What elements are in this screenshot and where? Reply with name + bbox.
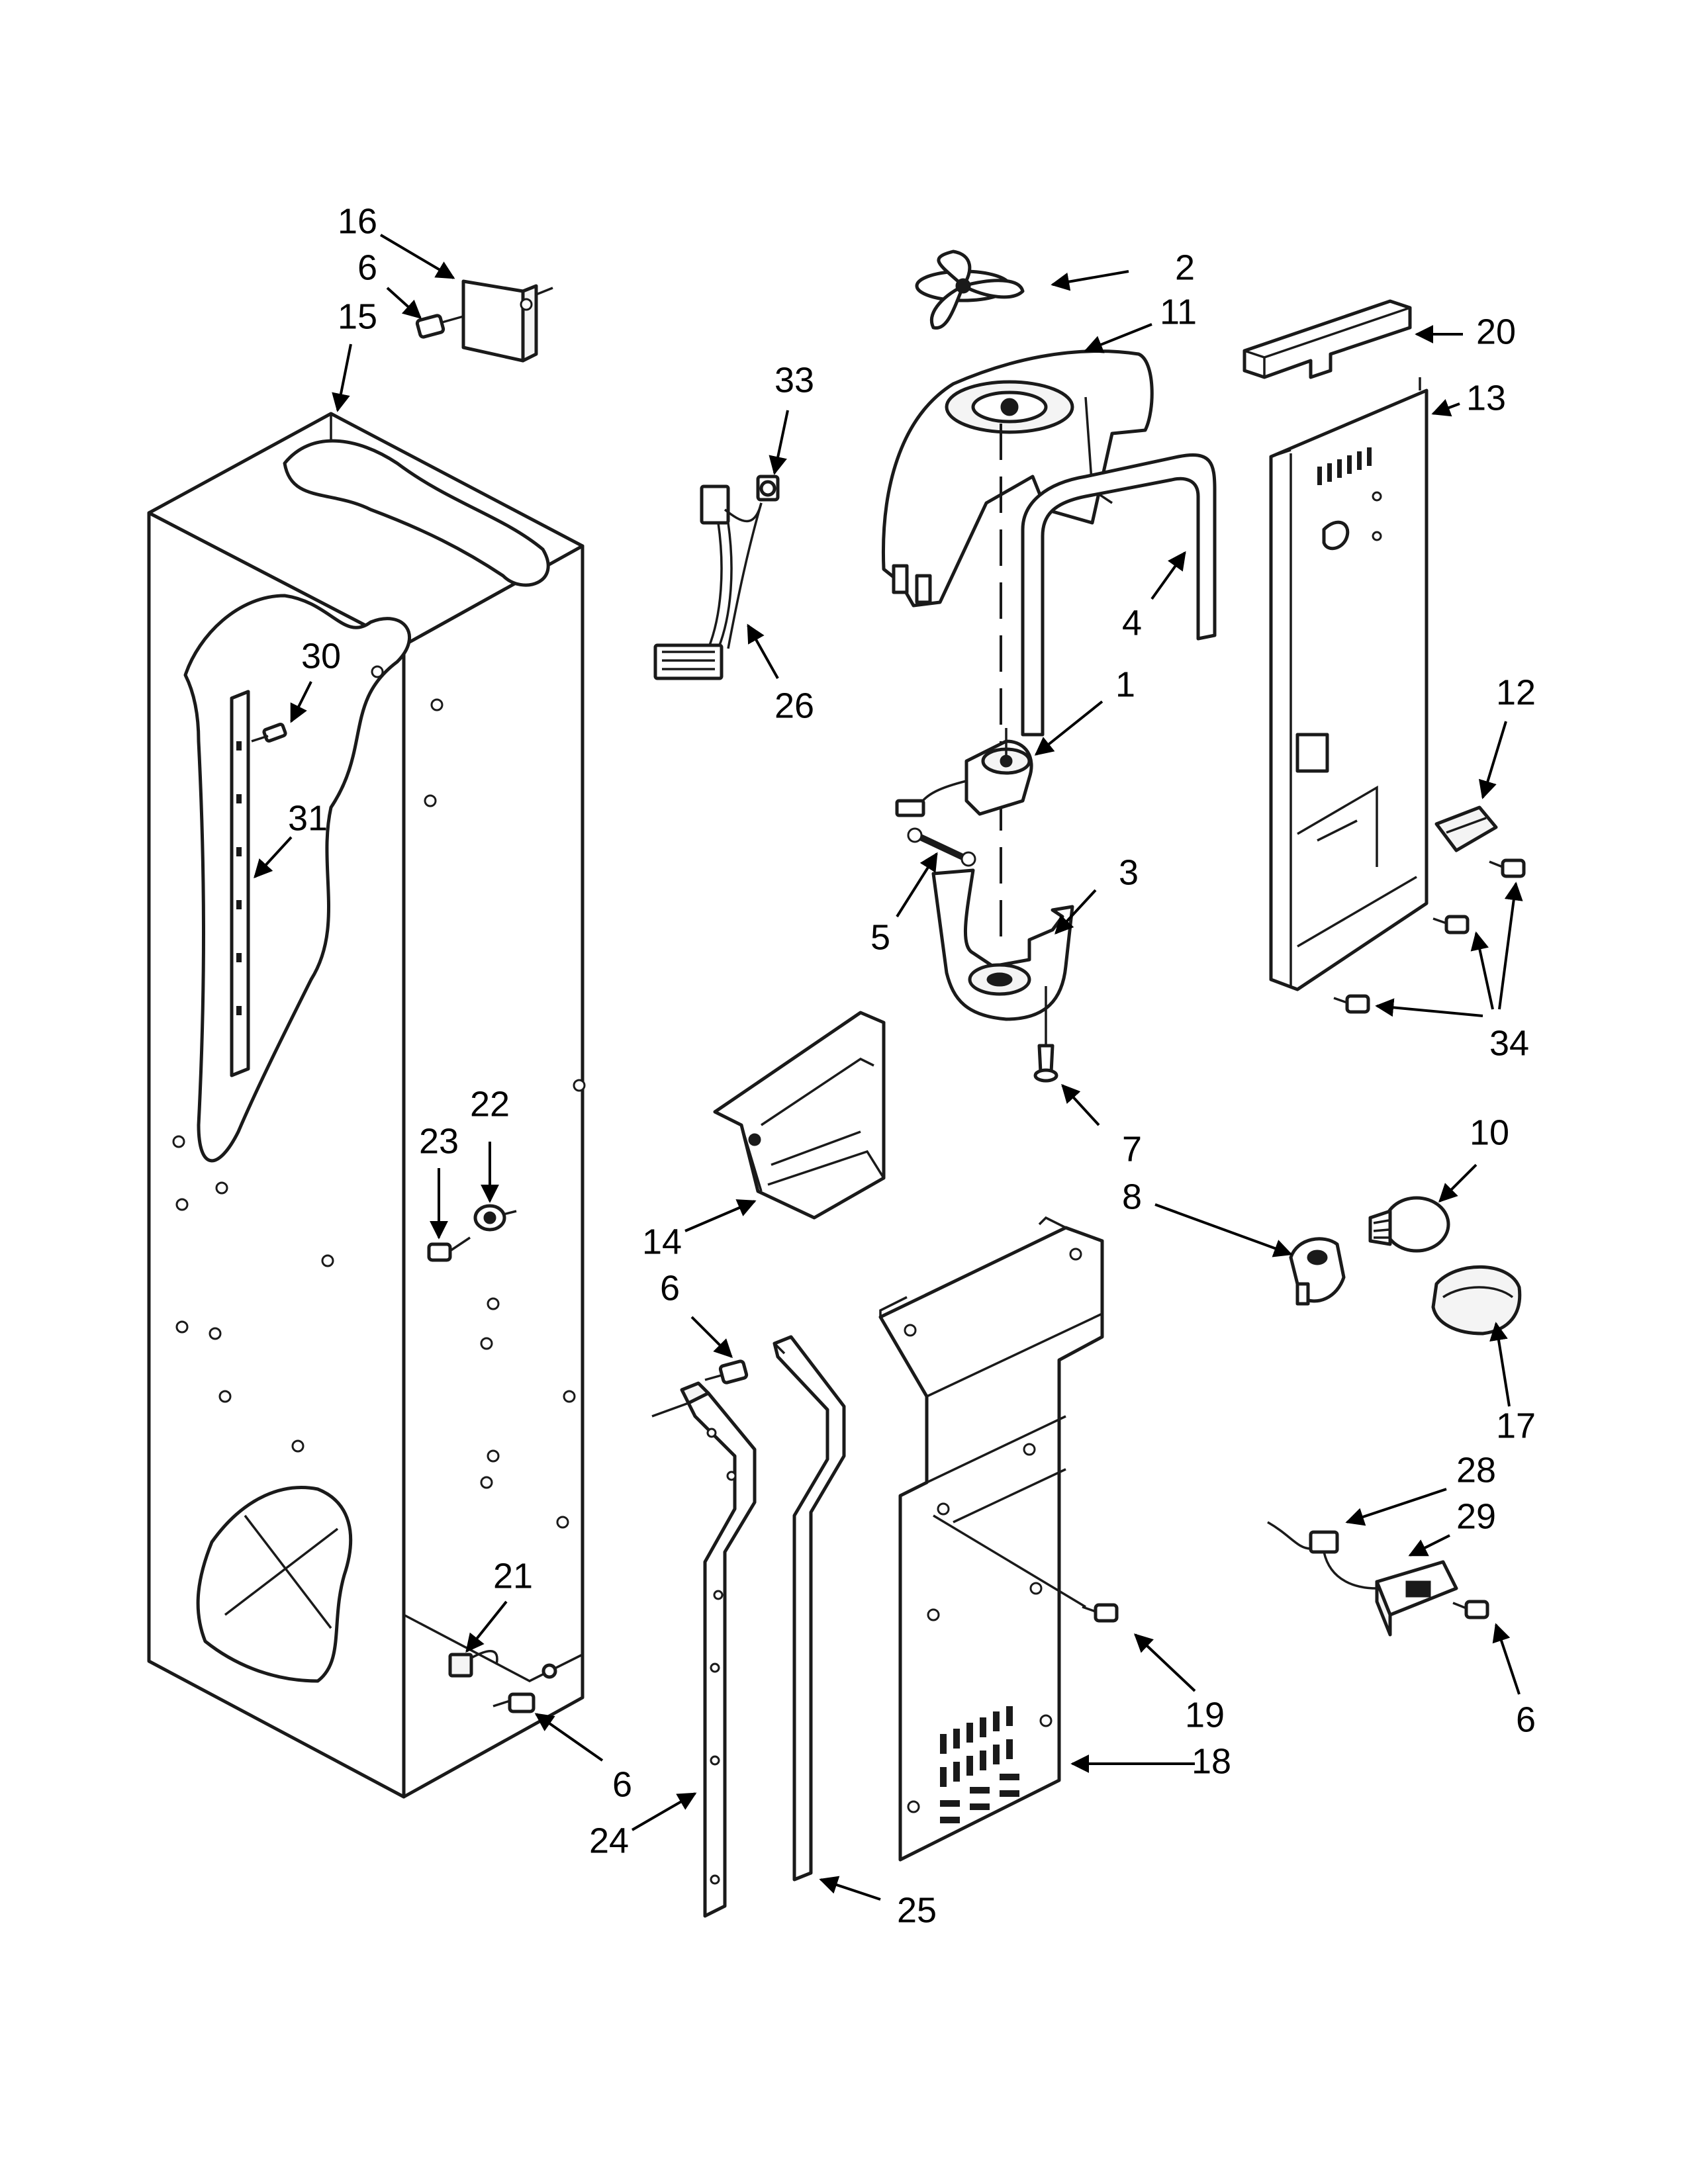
callout-5: 5 (870, 917, 890, 957)
part-6-screw-middle (704, 1359, 749, 1385)
part-28-light-harness (1267, 1521, 1378, 1590)
part-10-light-bulb (1368, 1196, 1450, 1253)
callout-8: 8 (1122, 1177, 1142, 1216)
callout-26: 26 (774, 686, 814, 725)
callout-15: 15 (338, 296, 377, 336)
part-15-liner-box (147, 412, 586, 1799)
callout-34: 34 (1489, 1023, 1529, 1063)
part-4-gasket (1021, 453, 1217, 737)
callout-1: 1 (1115, 664, 1135, 704)
callout-18: 18 (1192, 1741, 1231, 1781)
callout-17: 17 (1496, 1406, 1536, 1445)
callout-6: 6 (1516, 1700, 1536, 1739)
part-7-screw (1033, 986, 1058, 1083)
callout-19: 19 (1185, 1695, 1225, 1735)
part-19-screw (933, 1514, 1119, 1623)
part-20-cover-strip (1243, 299, 1412, 379)
part-26-33-wire-harness (653, 475, 780, 680)
callout-6: 6 (660, 1268, 680, 1308)
part-6-screw-bottom (492, 1663, 557, 1713)
part-23-screw (427, 1236, 471, 1262)
callout-22: 22 (470, 1084, 510, 1124)
callout-13: 13 (1466, 378, 1506, 418)
part-34-screws (1333, 858, 1526, 1014)
callout-14: 14 (642, 1222, 682, 1261)
part-17-light-lens (1431, 1265, 1522, 1336)
callout-29: 29 (1456, 1496, 1496, 1536)
part-8-lamp-socket (1289, 1237, 1346, 1306)
part-14-air-duct (713, 1011, 886, 1220)
callout-7: 7 (1122, 1129, 1142, 1169)
leader-arrows (254, 234, 1523, 1901)
part-30-screw (251, 723, 287, 743)
callout-20: 20 (1476, 312, 1516, 351)
callout-3: 3 (1119, 852, 1139, 892)
part-29-light-switch (1375, 1560, 1458, 1637)
part-18-evaporator-cover (878, 1216, 1104, 1862)
callout-labels: 16 6 15 33 26 2 11 4 1 5 3 7 20 13 12 34… (288, 201, 1536, 1930)
callout-16: 16 (338, 201, 377, 241)
callout-2: 2 (1175, 248, 1195, 287)
callout-6: 6 (357, 248, 377, 287)
callout-30: 30 (301, 636, 341, 676)
callout-10: 10 (1470, 1113, 1509, 1152)
callout-12: 12 (1496, 672, 1536, 712)
part-5-wire-clip (907, 827, 976, 867)
callout-23: 23 (419, 1121, 459, 1161)
callout-24: 24 (589, 1821, 629, 1860)
part-24-bracket (651, 1381, 757, 1918)
callout-6: 6 (612, 1764, 632, 1804)
callout-4: 4 (1122, 603, 1142, 643)
part-2-fan-blade (915, 250, 1025, 330)
callout-11: 11 (1160, 292, 1197, 332)
part-3-motor-bracket (931, 868, 1074, 1021)
part-6-screw-right (1452, 1600, 1489, 1619)
part-16-bracket (461, 279, 553, 363)
part-11-fan-shroud (882, 349, 1154, 608)
part-31-rail (230, 690, 250, 1077)
callout-21: 21 (493, 1556, 533, 1596)
callout-25: 25 (897, 1890, 937, 1930)
part-25-strip (773, 1335, 846, 1882)
part-21-clip (448, 1650, 498, 1678)
callout-31: 31 (288, 798, 328, 838)
part-22-thermistor (473, 1204, 517, 1232)
part-1-fan-motor (895, 728, 1033, 817)
part-13-rear-panel (1269, 377, 1429, 991)
part-12-small-bracket (1434, 805, 1498, 852)
callout-33: 33 (774, 360, 814, 400)
callout-28: 28 (1456, 1450, 1496, 1490)
part-6-screw-top (415, 314, 464, 339)
